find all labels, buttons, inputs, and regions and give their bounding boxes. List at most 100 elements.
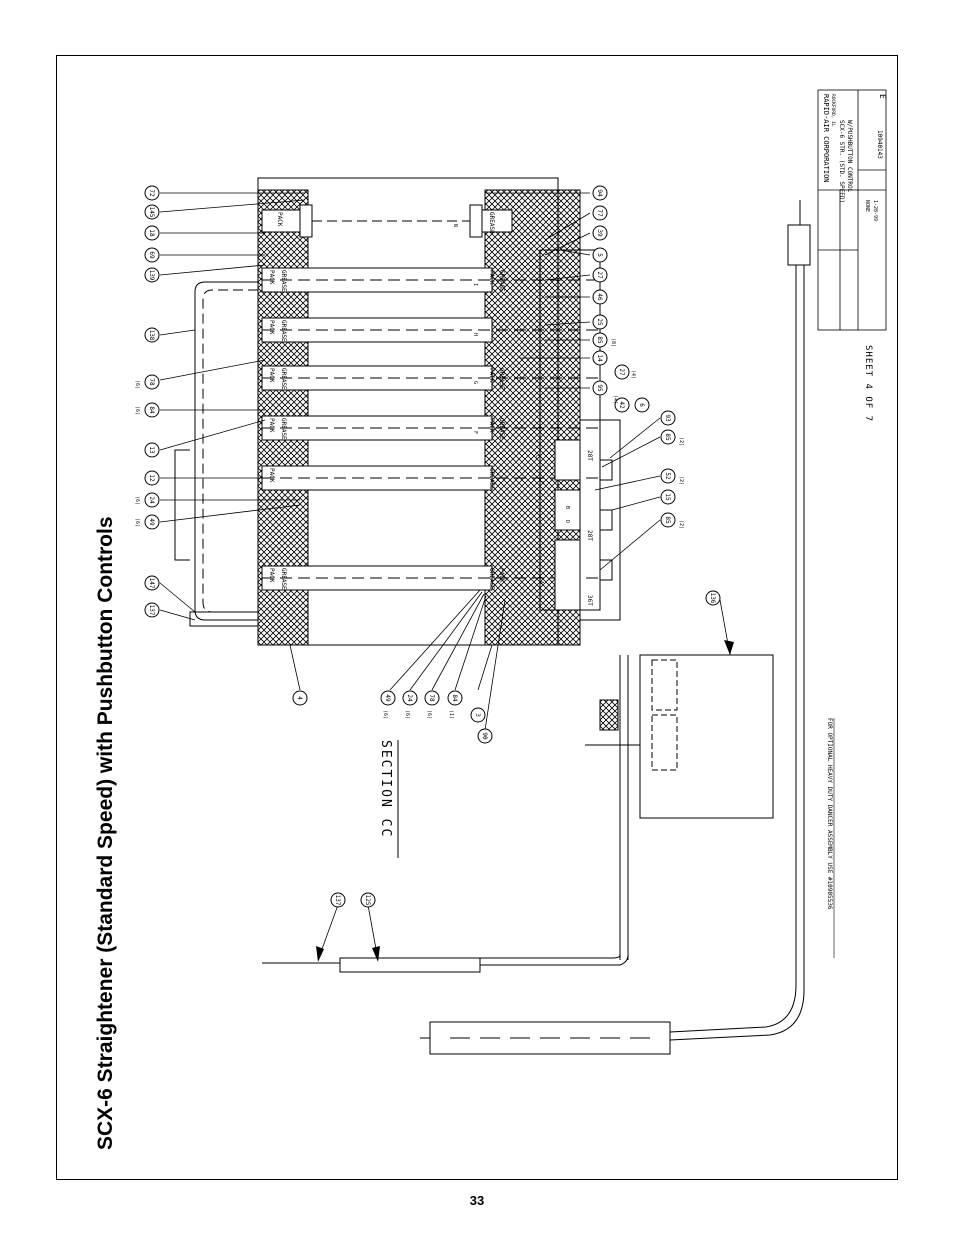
roll-letters: N I H G F E D C B A	[452, 224, 570, 584]
callout-bubble: 85	[592, 332, 608, 348]
svg-text:72: 72	[148, 189, 155, 197]
svg-text:A: A	[538, 581, 544, 584]
callout-bubble: 49	[380, 690, 396, 706]
gear-train	[539, 249, 621, 621]
svg-text:H: H	[472, 333, 478, 336]
callout-bubble: 24	[144, 492, 160, 508]
svg-text:85: 85	[664, 516, 671, 524]
svg-text:46: 46	[596, 293, 603, 301]
company-name: RAPID-AIR CORPORATION	[822, 94, 830, 183]
arrowheads	[316, 640, 734, 962]
pack-label: PACK	[268, 320, 275, 335]
callout-bubble: 84	[447, 690, 463, 706]
callout-bubble: 12	[144, 470, 160, 486]
svg-text:(6): (6)	[426, 710, 432, 719]
svg-text:(6): (6)	[404, 710, 410, 719]
callouts-misc: 136 137 125	[330, 590, 721, 908]
callout-bubble: 93	[660, 410, 676, 426]
callout-bubble: 18	[144, 225, 160, 241]
callout-bubble: 90	[477, 728, 493, 744]
left-tube	[174, 281, 259, 627]
callouts-right: 94 77 39 5 27 46 25 85 14 27 95 42 6 93 …	[592, 185, 676, 528]
callout-bubble: 125	[360, 892, 376, 908]
pack-label: PACK	[276, 212, 283, 227]
pack-label: PACK	[268, 368, 275, 383]
callout-bubble: 42	[614, 397, 630, 413]
svg-text:(2): (2)	[678, 476, 684, 485]
section-label: SECTION CC	[378, 740, 393, 838]
description-2: W/PUSHBUTTON CONTROL	[846, 120, 853, 193]
grease-label: GREASE	[488, 212, 495, 234]
rolls	[261, 204, 600, 591]
svg-text:F: F	[472, 431, 478, 434]
lower-wire	[262, 954, 629, 973]
callouts-top: 72 145 18 69 139 138 78 84 13 12 24 49 1…	[144, 185, 160, 618]
callout-bubble: 147	[144, 575, 160, 591]
grease-label: GREASE	[280, 418, 287, 440]
svg-text:69: 69	[148, 251, 155, 259]
qty-notes: (6) (6) (6) (6) (6) (6) (6) (1) (2) (2) …	[134, 338, 684, 719]
callout-bubble: 13	[144, 442, 160, 458]
svg-text:52: 52	[664, 472, 671, 480]
title-block-text: RAPID-AIR CORPORATION ROCKFORD, IL SCX-6…	[822, 94, 887, 221]
pack-label: PACK	[268, 270, 275, 285]
callout-bubble: 145	[144, 204, 160, 220]
gear-label: 28T	[586, 450, 593, 461]
svg-text:(6): (6)	[134, 496, 140, 505]
callout-bubble: 69	[144, 247, 160, 263]
callout-bubble: 27	[614, 364, 630, 380]
callout-bubble: 85	[660, 512, 676, 528]
callout-bubble: 138	[144, 327, 160, 343]
title-block	[817, 89, 887, 331]
callout-bubble: 84	[144, 402, 160, 418]
callout-bubble: 15	[660, 489, 676, 505]
callout-bubble: 95	[592, 380, 608, 396]
footnote: FOR OPTIONAL HEAVY DUTY DANCER ASSEMBLY …	[826, 718, 833, 910]
svg-text:18: 18	[148, 229, 155, 237]
svg-text:78: 78	[428, 694, 435, 702]
pack-label: PACK	[498, 568, 505, 583]
svg-text:27: 27	[618, 368, 625, 376]
svg-text:137: 137	[148, 605, 155, 616]
description-1: SCX-6 STR. (STD. SPEED)	[838, 120, 845, 203]
callout-bubble: 136	[705, 590, 721, 606]
gear-labels: 28T 28T 36T	[586, 450, 593, 606]
callout-bubble: 14	[592, 350, 608, 366]
dancer-rod	[420, 200, 811, 1055]
svg-text:I: I	[472, 283, 478, 286]
svg-text:E: E	[538, 481, 544, 484]
grease-label: GREASE	[280, 568, 287, 590]
grease-label: GREASE	[488, 468, 495, 490]
callout-bubble: 72	[144, 185, 160, 201]
callout-bubble: 85	[660, 429, 676, 445]
callout-bubble: 139	[144, 267, 160, 283]
svg-text:(6): (6)	[134, 406, 140, 415]
svg-text:94: 94	[596, 189, 603, 197]
pack-label: PACK	[268, 418, 275, 433]
svg-text:93: 93	[664, 414, 671, 422]
svg-text:49: 49	[384, 694, 391, 702]
gear-label: 36T	[586, 595, 593, 606]
svg-text:15: 15	[664, 493, 671, 501]
pack-label: PACK	[488, 368, 495, 383]
svg-text:B: B	[564, 506, 570, 509]
svg-text:C: C	[534, 455, 540, 458]
svg-text:13: 13	[148, 446, 155, 454]
page-title: SCX-6 Straightener (Standard Speed) with…	[94, 516, 117, 1150]
svg-text:6: 6	[638, 403, 645, 407]
date: 1-28-99	[872, 200, 878, 221]
revision: E	[878, 94, 887, 99]
callout-bubble: 77	[592, 205, 608, 221]
callout-bubble: 24	[402, 690, 418, 706]
svg-text:90: 90	[481, 732, 488, 740]
svg-text:(6): (6)	[134, 518, 140, 527]
svg-text:(2): (2)	[678, 520, 684, 529]
svg-text:14: 14	[596, 354, 603, 362]
svg-text:84: 84	[148, 406, 155, 414]
svg-text:84: 84	[451, 694, 458, 702]
svg-text:G: G	[472, 381, 478, 384]
svg-text:(6): (6)	[134, 380, 140, 389]
svg-text:147: 147	[148, 578, 155, 589]
grease-label: GREASE	[280, 270, 287, 292]
